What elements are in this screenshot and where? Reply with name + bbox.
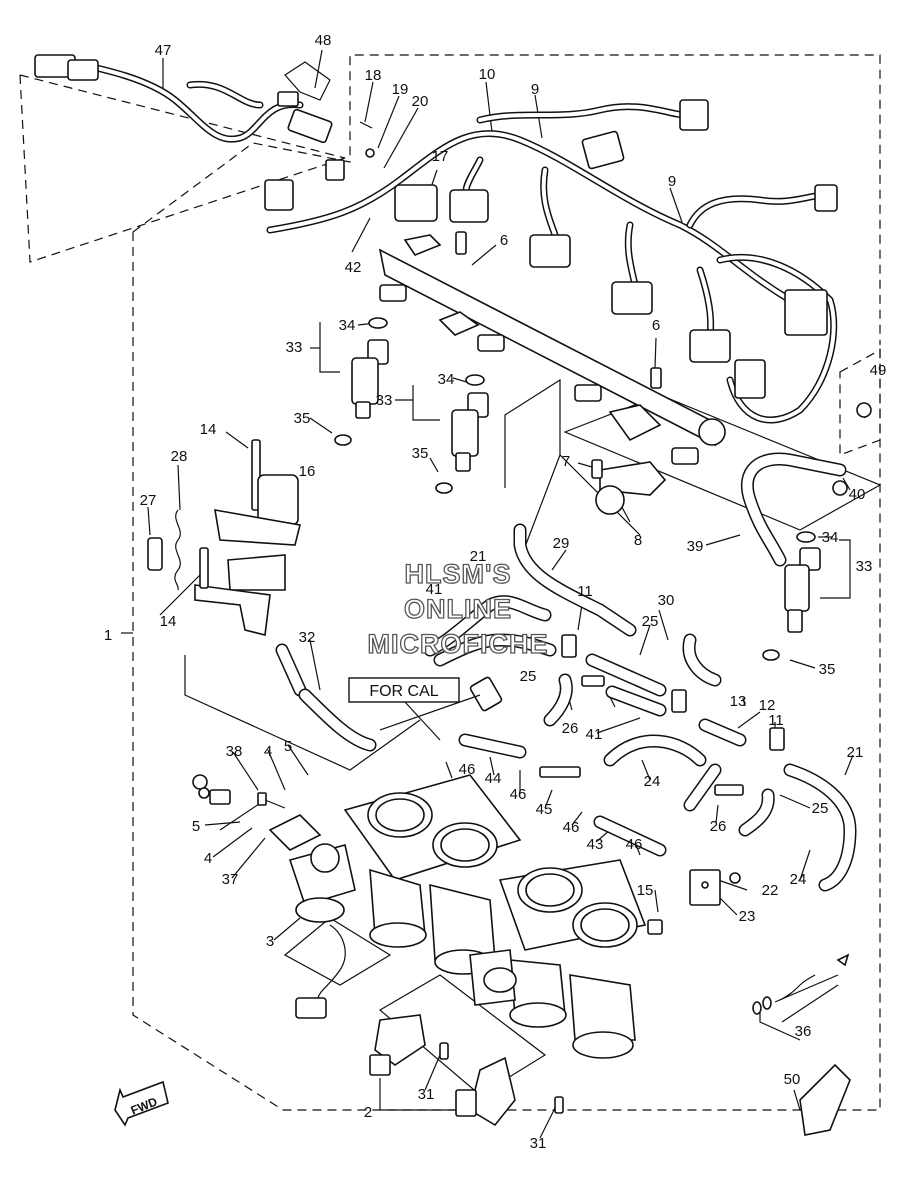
part-label: 37 — [222, 871, 239, 888]
part-label: 14 — [200, 421, 217, 438]
part-label: 46 — [510, 786, 527, 803]
fwd-arrow-icon: FWD — [114, 1080, 169, 1127]
part-label: 8 — [634, 532, 642, 549]
watermark-line-2: ONLINE — [404, 594, 512, 624]
wire-harness — [34, 54, 838, 424]
part-label: 16 — [299, 463, 316, 480]
part-label: 10 — [479, 66, 496, 83]
part-label: 46 — [459, 761, 476, 778]
part-label: 9 — [668, 173, 676, 190]
part-label: 6 — [652, 317, 660, 334]
part-label: 34 — [438, 371, 455, 388]
fuel-injectors — [334, 317, 821, 661]
part-label: 30 — [658, 592, 675, 609]
part-label: 20 — [412, 93, 429, 110]
part-label: 32 — [299, 629, 316, 646]
part-label: 33 — [286, 339, 303, 356]
watermark-line-3: MICROFICHE — [368, 629, 549, 659]
part-label: 36 — [795, 1023, 812, 1040]
part-label: 22 — [762, 882, 779, 899]
part-label: 14 — [160, 613, 177, 630]
part-label: 49 — [870, 362, 887, 379]
part-label: 31 — [418, 1086, 435, 1103]
small-hardware — [192, 774, 851, 1136]
part-label: 11 — [768, 712, 784, 729]
part-label: 25 — [812, 800, 829, 817]
part-label: 25 — [642, 613, 659, 630]
part-label: 42 — [345, 259, 362, 276]
part-label: 4 — [264, 743, 272, 760]
part-label: 5 — [192, 818, 200, 835]
part-label: 19 — [392, 81, 409, 98]
part-label: 25 — [520, 668, 537, 685]
fuel-rail — [378, 231, 726, 465]
part-label: 15 — [637, 882, 654, 899]
part-label: 34 — [339, 317, 356, 334]
for-cal-callout: FOR CAL — [348, 677, 460, 741]
part-label: 24 — [644, 773, 661, 790]
part-label: 50 — [784, 1071, 801, 1088]
part-label: 41 — [586, 726, 603, 743]
part-label: 4 — [204, 850, 212, 867]
part-label: 24 — [790, 871, 807, 888]
part-label: 38 — [226, 743, 243, 760]
part-label: 35 — [412, 445, 429, 462]
hoses — [275, 523, 857, 892]
throttle-sensor — [268, 814, 663, 1127]
part-label: 46 — [563, 819, 580, 836]
part-label: 28 — [171, 448, 188, 465]
watermark: HLSM'S ONLINE MICROFICHE — [367, 558, 549, 659]
watermark-line-1: HLSM'S — [405, 559, 512, 589]
throttle-bodies — [343, 774, 647, 1059]
group-outline-main — [19, 54, 881, 1111]
part-label: 9 — [531, 81, 539, 98]
part-label: 3 — [266, 933, 274, 950]
part-label: 13 — [730, 693, 747, 710]
part-label: 33 — [376, 392, 393, 409]
part-label: 26 — [710, 818, 727, 835]
part-label: 34 — [822, 529, 839, 546]
part-label: 35 — [294, 410, 311, 427]
part-label: 6 — [500, 232, 508, 249]
part-label: 40 — [849, 486, 866, 503]
part-label: 35 — [819, 661, 836, 678]
part-label: 7 — [562, 453, 570, 470]
part-label: 21 — [470, 548, 487, 565]
part-label: 43 — [587, 836, 604, 853]
part-label: 31 — [530, 1135, 547, 1152]
pressure-regulator — [591, 402, 872, 567]
part-label: 2 — [364, 1104, 372, 1121]
part-label: 26 — [562, 720, 579, 737]
left-bracket — [147, 439, 301, 636]
part-label: 27 — [140, 492, 157, 509]
part-label: 29 — [553, 535, 570, 552]
part-label: 45 — [536, 801, 553, 818]
part-label: 23 — [739, 908, 756, 925]
part-label: 47 — [155, 42, 172, 59]
part-label: 46 — [626, 836, 643, 853]
part-label: 48 — [315, 32, 332, 49]
part-label: 39 — [687, 538, 704, 555]
part-label: 12 — [759, 697, 776, 714]
part-label: 5 — [284, 738, 292, 755]
part-label: 44 — [485, 770, 502, 787]
part-label: 1 — [104, 627, 112, 644]
leader-lines — [121, 49, 882, 1139]
part-label: 17 — [432, 148, 449, 165]
part-label: 41 — [426, 581, 443, 598]
part-label: 21 — [847, 744, 864, 761]
part-label: 33 — [856, 558, 873, 575]
part-labels: 1 2 3 4 4 5 5 6 6 7 8 9 9 10 11 11 12 13… — [104, 32, 887, 1152]
part-label: 18 — [365, 67, 382, 84]
for-cal-text: FOR CAL — [369, 683, 438, 700]
part-label: 11 — [577, 583, 593, 600]
